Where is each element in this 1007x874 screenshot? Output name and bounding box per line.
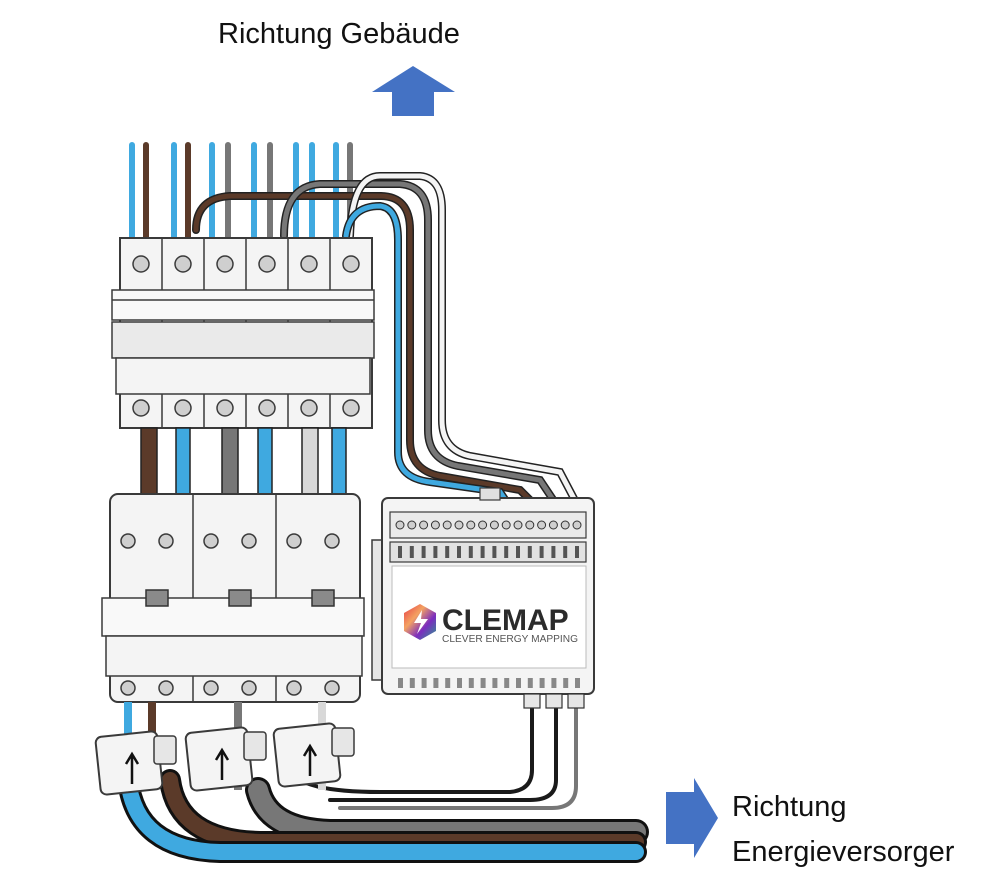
- supply-cables: [117, 698, 649, 863]
- ct-clamp: [272, 722, 355, 788]
- feed-wires: [129, 142, 584, 514]
- ct-clamp: [94, 730, 177, 796]
- arrow-up-icon: [372, 66, 455, 116]
- label-direction-supplier-line1: Richtung: [732, 791, 847, 823]
- arrow-right-icon: [666, 778, 718, 858]
- brand-name: CLEMAP: [442, 604, 569, 637]
- ct-clamp: [184, 726, 267, 792]
- breaker-row-bottom: [101, 493, 365, 703]
- brand-tagline: CLEVER ENERGY MAPPING: [442, 634, 578, 645]
- inter-row-wires: [140, 427, 347, 511]
- ct-clamps: [94, 722, 355, 796]
- label-direction-building: Richtung Gebäude: [218, 18, 460, 50]
- label-direction-supplier-line2: Energieversorger: [732, 836, 955, 868]
- breaker-row-top: [111, 237, 375, 429]
- hexagon-logo-icon: [404, 604, 436, 640]
- clemap-device: CLEMAP CLEVER ENERGY MAPPING: [371, 487, 595, 709]
